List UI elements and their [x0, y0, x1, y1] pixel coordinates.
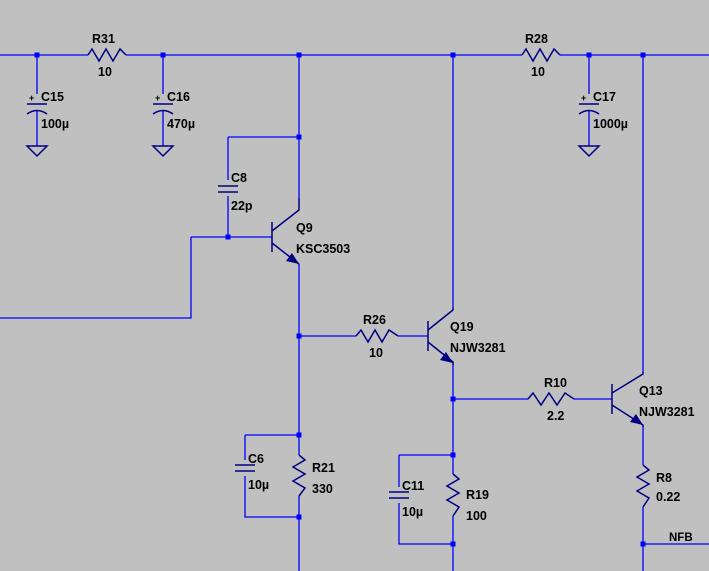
q19-value: NJW3281	[450, 341, 506, 355]
r31-ref: R31	[92, 32, 115, 46]
c17-ref: C17	[593, 90, 616, 104]
r28-value: 10	[531, 65, 545, 79]
transistor-q13-symbol	[611, 372, 644, 427]
c15-value: 100µ	[41, 117, 69, 131]
junction-dot	[296, 514, 302, 520]
junction-dot	[225, 234, 231, 240]
r31-value: 10	[98, 65, 112, 79]
c11-value: 10µ	[402, 505, 423, 519]
resistor-r10-symbol	[527, 391, 575, 407]
q9-ref: Q9	[296, 221, 313, 235]
c16-value: 470µ	[167, 117, 195, 131]
c8-ref: C8	[231, 171, 247, 185]
polarity-mark: +	[155, 93, 160, 103]
r10-value: 2.2	[547, 409, 564, 423]
resistor-r8-symbol	[635, 464, 651, 508]
r8-ref: R8	[656, 471, 672, 485]
nfb-net-label: NFB	[669, 532, 693, 544]
polarity-mark: +	[29, 93, 34, 103]
c17-value: 1000µ	[593, 117, 628, 131]
r21-ref: R21	[312, 461, 335, 475]
c6-ref: C6	[248, 452, 264, 466]
q9-value: KSC3503	[296, 242, 350, 256]
polarity-mark: +	[581, 93, 586, 103]
capacitor-c15-symbol: +	[26, 93, 48, 115]
c16-ref: C16	[167, 90, 190, 104]
junction-dot	[640, 541, 646, 547]
junction-dot	[296, 333, 302, 339]
junction-dot	[296, 432, 302, 438]
resistor-r21-symbol	[291, 454, 307, 497]
junction-dot	[160, 52, 166, 58]
q13-value: NJW3281	[639, 405, 695, 419]
resistor-r28-symbol	[521, 47, 561, 63]
junction-dot	[586, 52, 592, 58]
transistor-q19-symbol	[427, 308, 454, 365]
resistor-r31-symbol	[87, 47, 127, 63]
capacitor-c6-symbol	[235, 464, 255, 472]
transistor-q9-symbol	[271, 198, 300, 265]
capacitor-c11-symbol	[389, 491, 409, 499]
resistor-r26-symbol	[355, 328, 399, 344]
r19-value: 100	[466, 509, 487, 523]
junction-dot	[296, 52, 302, 58]
junction-dot	[34, 52, 40, 58]
r8-value: 0.22	[656, 490, 680, 504]
labels: R31 10 R28 10 C15 100µ C16 470µ C17 1000…	[41, 32, 695, 544]
c11-ref: C11	[402, 479, 424, 493]
r21-value: 330	[312, 482, 333, 496]
junction-dot	[296, 134, 302, 140]
r10-ref: R10	[544, 376, 567, 390]
junctions	[34, 52, 646, 547]
resistor-r19-symbol	[445, 473, 461, 517]
q13-ref: Q13	[639, 384, 663, 398]
r26-ref: R26	[363, 313, 386, 327]
junction-dot	[450, 52, 456, 58]
junction-dot	[450, 452, 456, 458]
ground-symbol	[151, 145, 175, 158]
capacitor-c16-symbol: +	[152, 93, 174, 115]
q19-ref: Q19	[450, 320, 474, 334]
junction-dot	[640, 52, 646, 58]
ground-symbol	[577, 145, 601, 158]
wires	[0, 54, 709, 571]
junction-dot	[450, 396, 456, 402]
capacitor-c8-symbol	[218, 185, 238, 193]
r26-value: 10	[369, 346, 383, 360]
capacitor-c17-symbol: +	[578, 93, 600, 115]
c15-ref: C15	[41, 90, 64, 104]
c8-value: 22p	[231, 199, 253, 213]
ground-symbol	[25, 145, 49, 158]
junction-dot	[450, 541, 456, 547]
r28-ref: R28	[525, 32, 548, 46]
c6-value: 10µ	[248, 478, 269, 492]
r19-ref: R19	[466, 488, 489, 502]
